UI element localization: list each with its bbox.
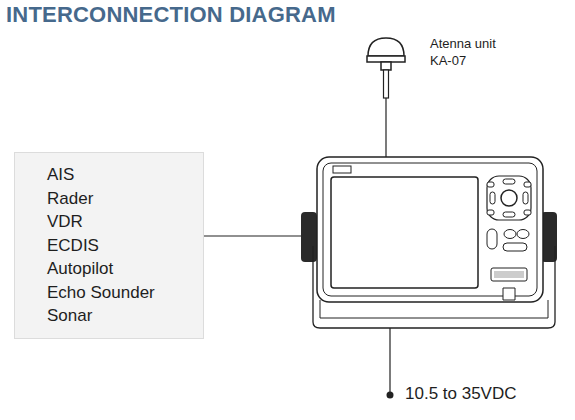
device-name: Sonar [47, 304, 203, 328]
arrow-key [490, 192, 495, 204]
display-screen [331, 177, 478, 288]
power-cable [389, 328, 390, 394]
housing-bezel [323, 163, 537, 296]
function-key [487, 229, 497, 249]
power-terminal [387, 392, 394, 399]
model-badge-plate [494, 271, 524, 278]
antenna-model: KA-07 [430, 53, 466, 68]
diagram-title: INTERCONNECTION DIAGRAM [6, 2, 336, 28]
device-list-box: AISRaderVDRECDISAutopilotEcho SounderSon… [14, 152, 204, 339]
interface-cable [204, 235, 301, 236]
antenna-dome [368, 38, 404, 56]
side-key [487, 210, 494, 215]
antenna-base [367, 56, 405, 62]
function-key [504, 230, 516, 239]
side-key [524, 210, 531, 215]
function-key [517, 230, 529, 239]
device-name: Autopilot [47, 257, 203, 281]
antenna-cable [385, 98, 386, 158]
antenna-pole [384, 70, 389, 98]
function-key [503, 243, 527, 251]
side-key [487, 182, 494, 187]
side-key [524, 182, 531, 187]
cursor-pad [487, 176, 531, 220]
status-lamp [333, 166, 351, 173]
model-badge [491, 268, 527, 281]
display-housing [317, 157, 543, 302]
power-switch [503, 288, 515, 300]
antenna-label: Atenna unit [430, 36, 496, 51]
device-name: Rader [47, 187, 203, 211]
power-supply-label: 10.5 to 35VDC [405, 384, 517, 404]
enter-key [501, 190, 517, 206]
device-name: ECDIS [47, 234, 203, 258]
arrow-key [503, 179, 515, 184]
bracket-knob [301, 212, 317, 262]
device-name: VDR [47, 210, 203, 234]
arrow-key [503, 212, 515, 217]
arrow-key [523, 192, 528, 204]
antenna-mount [381, 62, 391, 70]
device-name: Echo Sounder [47, 281, 203, 305]
device-name: AIS [47, 163, 203, 187]
